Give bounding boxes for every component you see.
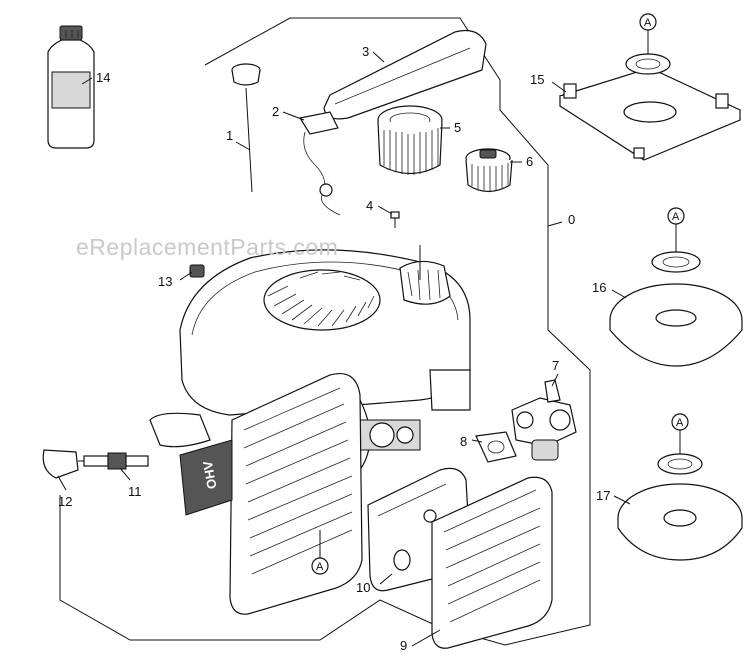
callout-17[interactable]: 17 [596, 488, 610, 503]
ohv-badge: OHV [179, 439, 233, 516]
callout-7[interactable]: 7 [552, 358, 559, 373]
ref-marker-label: A [644, 17, 652, 29]
callout-3[interactable]: 3 [362, 44, 369, 59]
spark-plug-part[interactable] [78, 452, 149, 470]
callout-10[interactable]: 10 [356, 580, 370, 595]
callout-6[interactable]: 6 [526, 154, 533, 169]
ref-marker-engine: A [311, 530, 329, 575]
callout-12[interactable]: 12 [58, 494, 72, 509]
ohv-label: OHV [200, 460, 220, 491]
ref-marker-plate17: A [671, 413, 689, 454]
callout-14[interactable]: 14 [96, 70, 110, 85]
callout-8[interactable]: 8 [460, 434, 467, 449]
ref-marker-label: A [672, 211, 680, 223]
watermark-text: eReplacementParts.com [76, 234, 338, 260]
callout-13[interactable]: 13 [158, 274, 172, 289]
spark-plug-boot-part[interactable] [42, 449, 79, 479]
callout-0[interactable]: 0 [568, 212, 575, 227]
ref-marker-plate15: A [639, 13, 657, 54]
ref-marker-label: A [676, 417, 684, 429]
callout-4[interactable]: 4 [366, 198, 373, 213]
callout-11[interactable]: 11 [128, 484, 142, 499]
carburetor-gasket-part[interactable] [475, 431, 517, 463]
air-filter-part[interactable] [377, 105, 443, 175]
oil-bottle-part[interactable] [47, 25, 95, 149]
square-mount-plate-part[interactable] [558, 53, 742, 161]
screw-part[interactable] [390, 211, 400, 228]
callout-15[interactable]: 15 [530, 72, 544, 87]
fuel-cap-part[interactable] [465, 148, 513, 193]
dipstick-part[interactable] [231, 63, 261, 193]
flywheel-grille [267, 271, 375, 327]
ignition-bracket-part[interactable] [299, 111, 341, 216]
muffler-shield-front: OHV [179, 373, 363, 615]
callout-1[interactable]: 1 [226, 128, 233, 143]
callout-numbers: 0 1 2 3 4 5 6 7 8 9 10 11 12 13 14 15 16… [58, 44, 610, 653]
breather-nut-part[interactable] [189, 264, 205, 278]
carburetor-part[interactable] [511, 379, 577, 461]
callout-9[interactable]: 9 [400, 638, 407, 653]
callout-5[interactable]: 5 [454, 120, 461, 135]
callout-2[interactable]: 2 [272, 104, 279, 119]
engine-body [149, 249, 471, 481]
ref-marker-plate16: A [667, 207, 685, 252]
callout-16[interactable]: 16 [592, 280, 606, 295]
round-plate-bushing-part[interactable] [617, 453, 743, 561]
leader-lines [57, 51, 631, 647]
muffler-guard-part[interactable] [431, 476, 553, 649]
round-mount-plate-part[interactable] [609, 251, 743, 367]
ref-marker-label: A [316, 561, 324, 573]
